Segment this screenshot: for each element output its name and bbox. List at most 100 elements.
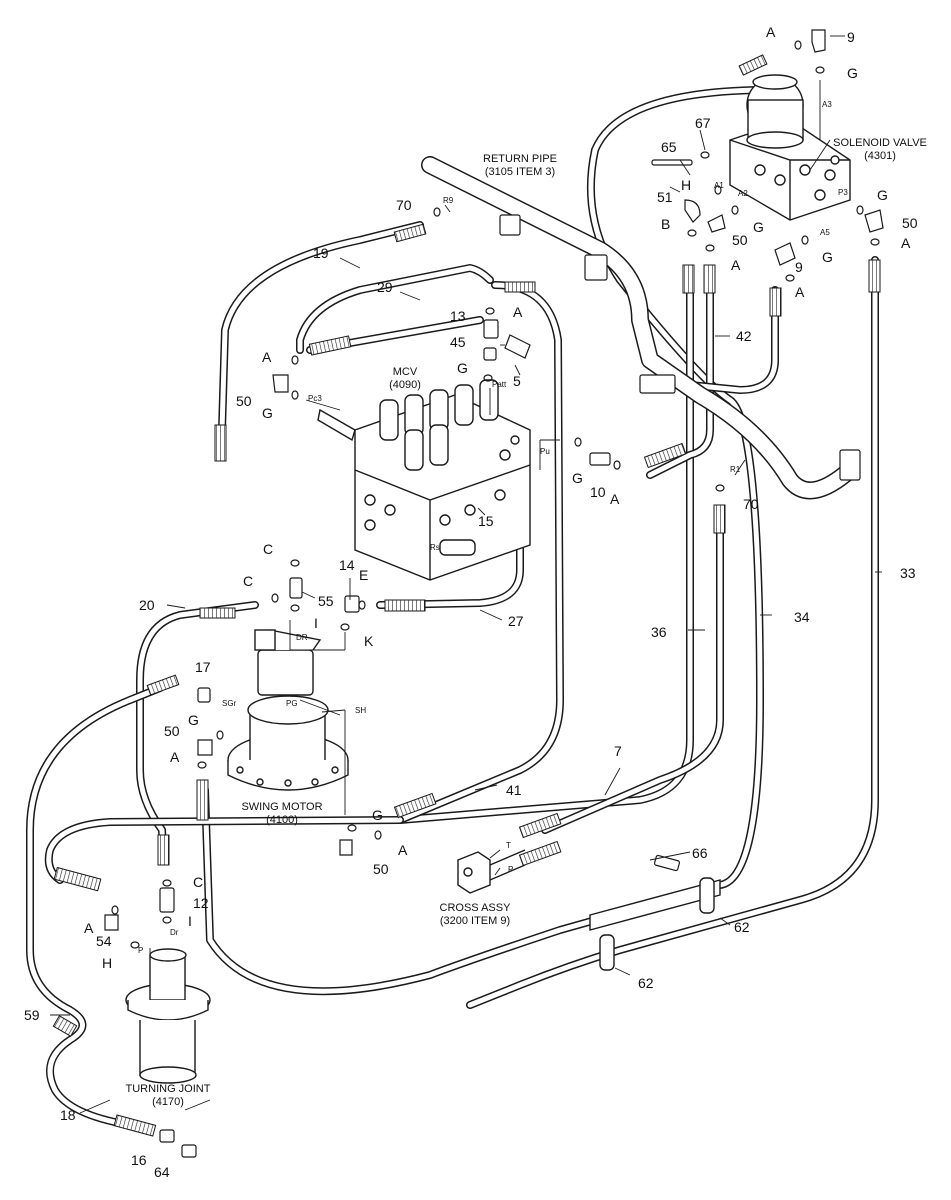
port-p-joint: P: [138, 946, 143, 955]
callout-67: 67: [695, 115, 711, 131]
cross-assy-ref: (3200 ITEM 9): [440, 915, 510, 927]
callout-letter-a: A: [610, 491, 620, 507]
callout-letter-i: I: [188, 913, 192, 929]
port-sh: SH: [355, 706, 366, 715]
callout-9: 9: [795, 259, 803, 275]
callout-50: 50: [164, 723, 180, 739]
callout-letter-g: G: [188, 712, 199, 728]
callout-50: 50: [373, 861, 389, 877]
port-pu: Pu: [540, 447, 550, 456]
solenoid-valve-name: SOLENOID VALVE: [833, 137, 927, 149]
callout-5: 5: [513, 373, 521, 389]
callout-50: 50: [902, 215, 918, 231]
callout-letter-a: A: [901, 235, 911, 251]
swing-motor-ref: (4100): [266, 814, 298, 826]
port-r9: R9: [443, 196, 454, 205]
callout-29: 29: [377, 279, 393, 295]
hose-19: [218, 221, 424, 434]
callout-59: 59: [24, 1007, 40, 1023]
cross-assy-body: [457, 849, 526, 894]
callout-letter-g: G: [262, 405, 273, 421]
callout-62: 62: [734, 919, 750, 935]
callout-65: 65: [661, 139, 677, 155]
hose-20: [136, 601, 259, 854]
port-pg: PG: [286, 699, 298, 708]
cross-assy-name: CROSS ASSY: [440, 902, 512, 914]
hose-7: [541, 516, 724, 834]
hose-42: [646, 276, 714, 479]
callout-42: 42: [736, 328, 752, 344]
callout-41: 41: [506, 782, 522, 798]
port-pc3: Pc3: [308, 394, 322, 403]
hose-lower-loop: [44, 816, 404, 884]
callout-33: 33: [900, 565, 916, 581]
return-pipe-tube: [421, 156, 859, 500]
callout-letter-a: A: [170, 749, 180, 765]
callout-13: 13: [450, 308, 466, 324]
callout-50: 50: [236, 393, 252, 409]
callout-14: 14: [339, 557, 355, 573]
callout-letter-a: A: [795, 284, 805, 300]
callout-letter-a: A: [766, 24, 776, 40]
port-a5: A5: [820, 228, 830, 237]
clamp-62: [589, 877, 721, 971]
callout-letter-k: K: [364, 633, 374, 649]
callout-54: 54: [96, 933, 112, 949]
callout-45: 45: [450, 334, 466, 350]
port-r1: R1: [730, 465, 741, 474]
port-sgr: SGr: [222, 699, 237, 708]
port-a1: A1: [714, 181, 724, 190]
callout-27: 27: [508, 613, 524, 629]
port-p: P: [508, 865, 513, 874]
return-pipe-name: RETURN PIPE: [483, 153, 557, 165]
callout-letter-g: G: [457, 360, 468, 376]
callout-70: 70: [743, 496, 759, 512]
hose-27: [376, 516, 524, 609]
hose-36: [396, 276, 694, 824]
callout-letter-a: A: [513, 304, 523, 320]
port-labels: A3 A1 A2 A5 P3 R9 Patt Pc3 Pu Rs R1 DR S…: [138, 100, 848, 955]
solenoid-valve-body: [729, 74, 851, 221]
hose-33: [466, 256, 879, 1009]
swing-motor-name: SWING MOTOR: [241, 801, 322, 813]
mcv-ref: (4090): [389, 379, 421, 391]
callout-19: 19: [313, 245, 329, 261]
callout-20: 20: [139, 597, 155, 613]
turning-joint-body: [125, 948, 211, 1084]
callout-letter-a: A: [84, 920, 94, 936]
callout-letter-a: A: [398, 842, 408, 858]
callout-letter-b: B: [661, 216, 670, 232]
callout-12: 12: [193, 895, 209, 911]
callout-letter-e: E: [359, 567, 368, 583]
turning-joint-name: TURNING JOINT: [126, 1083, 211, 1095]
captions: SOLENOID VALVE (4301) RETURN PIPE (3105 …: [126, 137, 927, 1108]
callout-7: 7: [614, 743, 622, 759]
solenoid-valve-ref: (4301): [864, 150, 896, 162]
callout-letter-c: C: [193, 874, 203, 890]
callout-16: 16: [131, 1152, 147, 1168]
callout-50: 50: [732, 232, 748, 248]
callout-letter-g: G: [753, 219, 764, 235]
callout-letter-h: H: [681, 177, 691, 193]
callout-letter-a: A: [731, 257, 741, 273]
callout-letter-h: H: [102, 955, 112, 971]
port-p3: P3: [838, 188, 848, 197]
port-a3: A3: [822, 100, 832, 109]
mcv-name: MCV: [393, 366, 418, 378]
callout-letter-c: C: [243, 573, 253, 589]
callout-letter-g: G: [372, 807, 383, 823]
port-dr: DR: [296, 633, 308, 642]
callout-letter-g: G: [572, 470, 583, 486]
return-pipe-ref: (3105 ITEM 3): [485, 166, 555, 178]
leader-lines: [50, 35, 882, 1114]
letter-callouts: A G H B G A G A G A A A G G G A C C E I …: [84, 24, 911, 971]
callout-letter-g: G: [847, 65, 858, 81]
callout-34: 34: [794, 609, 810, 625]
callout-10: 10: [590, 484, 606, 500]
hose-29: [296, 264, 494, 354]
callout-64: 64: [154, 1164, 170, 1180]
turning-joint-ref: (4170): [152, 1096, 184, 1108]
callout-18: 18: [60, 1107, 76, 1123]
callout-letter-c: C: [263, 541, 273, 557]
mcv-body: [317, 379, 531, 581]
